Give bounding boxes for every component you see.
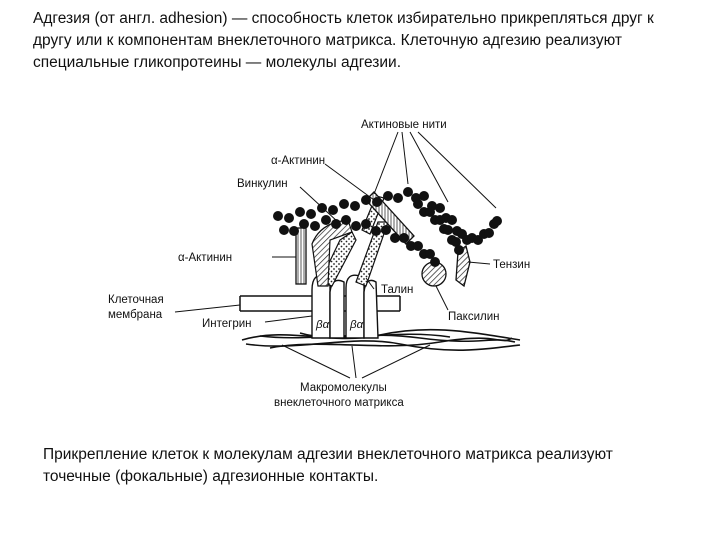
actin-bead (390, 233, 400, 243)
actin-bead (484, 228, 494, 238)
actin-bead (331, 219, 341, 229)
actin-filaments (273, 187, 502, 267)
actin-bead (399, 233, 409, 243)
label-integrin-subunits-1: βα (315, 319, 330, 331)
label-cell-membrane-line1: Клеточная (108, 294, 164, 306)
intro-paragraph: Адгезия (от англ. adhesion) — способност… (33, 10, 654, 71)
actin-bead (310, 221, 320, 231)
actin-bead (403, 187, 413, 197)
label-cell-membrane-line2: мембрана (108, 309, 163, 321)
actin-bead (443, 225, 453, 235)
actin-bead (430, 257, 440, 267)
label-integrin: Интегрин (202, 318, 252, 330)
actin-bead (372, 197, 382, 207)
actin-bead (361, 219, 371, 229)
actin-bead (413, 199, 423, 209)
leader-lines (174, 131, 497, 379)
actin-bead (419, 191, 429, 201)
ecm-fibers (241, 328, 521, 351)
actin-bead (371, 226, 381, 236)
actin-bead (306, 209, 316, 219)
actin-bead (447, 215, 457, 225)
actin-bead (351, 221, 361, 231)
actin-bead (289, 226, 299, 236)
actin-bead (451, 237, 461, 247)
actin-bead (341, 215, 351, 225)
actin-bead (425, 207, 435, 217)
actin-bead (381, 225, 391, 235)
actin-bead (406, 241, 416, 251)
actin-bead (383, 191, 393, 201)
label-vinculin: Винкулин (237, 178, 288, 190)
actin-bead (393, 193, 403, 203)
label-tensin: Тензин (493, 259, 530, 271)
actin-bead (350, 201, 360, 211)
actin-bead (279, 225, 289, 235)
label-talin: Талин (381, 284, 413, 296)
actin-bead (284, 213, 294, 223)
actin-bead (299, 219, 309, 229)
actin-bead (321, 215, 331, 225)
caption-paragraph: Прикрепление клеток к молекулам адгезии … (43, 446, 613, 485)
actin-bead (435, 215, 445, 225)
label-paxillin: Паксилин (448, 311, 499, 323)
label-ecm-line2: внеклеточного матрикса (274, 397, 404, 409)
actin-bead (425, 249, 435, 259)
actin-bead (492, 216, 502, 226)
actin-bead (328, 205, 338, 215)
label-actin-filaments: Актиновые нити (361, 119, 447, 131)
vinculin (311, 219, 353, 287)
tensin (455, 244, 471, 288)
actin-bead (339, 199, 349, 209)
actin-bead (413, 241, 423, 251)
label-alpha-actinin-top: α-Актинин (271, 155, 325, 167)
actin-bead (454, 245, 464, 255)
actin-bead (295, 207, 305, 217)
actin-bead (361, 195, 371, 205)
label-integrin-subunits-2: βα (349, 319, 364, 331)
label-alpha-actinin-left: α-Актинин (178, 252, 232, 264)
label-ecm-line1: Макромолекулы (300, 382, 387, 394)
actin-bead (435, 203, 445, 213)
actin-bead (273, 211, 283, 221)
